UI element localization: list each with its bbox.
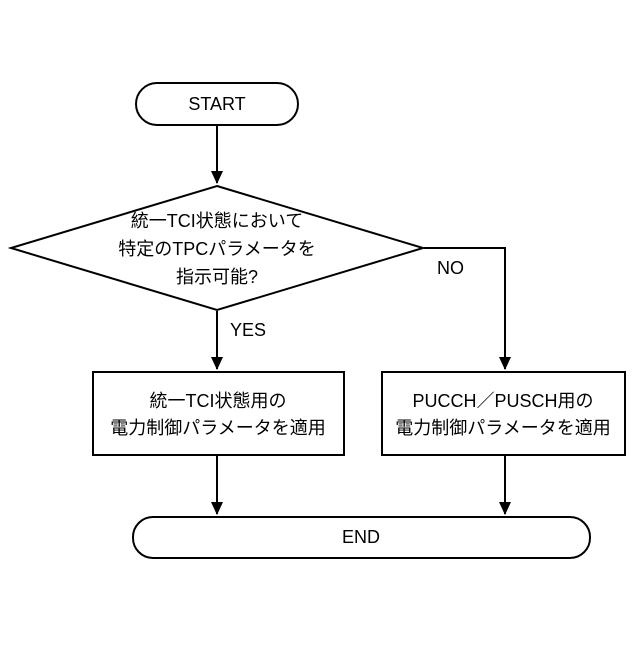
decision-label-line2: 特定のTPCパラメータを bbox=[118, 239, 315, 259]
decision-label-line1: 統一TCI状態において bbox=[131, 211, 303, 231]
flowchart-shapes bbox=[7, 82, 626, 559]
no-branch-label: NO bbox=[437, 258, 464, 278]
decision-label-line3: 指示可能? bbox=[176, 267, 258, 287]
end-node bbox=[132, 516, 591, 559]
process-pucch-pusch-label-line1: PUCCH／PUSCH用の bbox=[412, 391, 593, 411]
process-pucch-pusch-node bbox=[381, 371, 626, 456]
yes-branch-label: YES bbox=[230, 320, 266, 340]
start-node bbox=[135, 82, 299, 126]
end-label: END bbox=[342, 527, 380, 547]
flowchart-labels: START 統一TCI状態において 特定のTPCパラメータを 指示可能? YES… bbox=[110, 94, 610, 547]
process-unified-tci-label-line1: 統一TCI状態用の bbox=[150, 391, 287, 411]
start-label: START bbox=[188, 94, 245, 114]
process-unified-tci-node bbox=[92, 371, 345, 456]
process-unified-tci-label-line2: 電力制御パラメータを適用 bbox=[110, 418, 325, 438]
connector-decision-no bbox=[424, 247, 511, 370]
decision-node bbox=[7, 184, 427, 312]
process-pucch-pusch-label-line2: 電力制御パラメータを適用 bbox=[395, 418, 610, 438]
